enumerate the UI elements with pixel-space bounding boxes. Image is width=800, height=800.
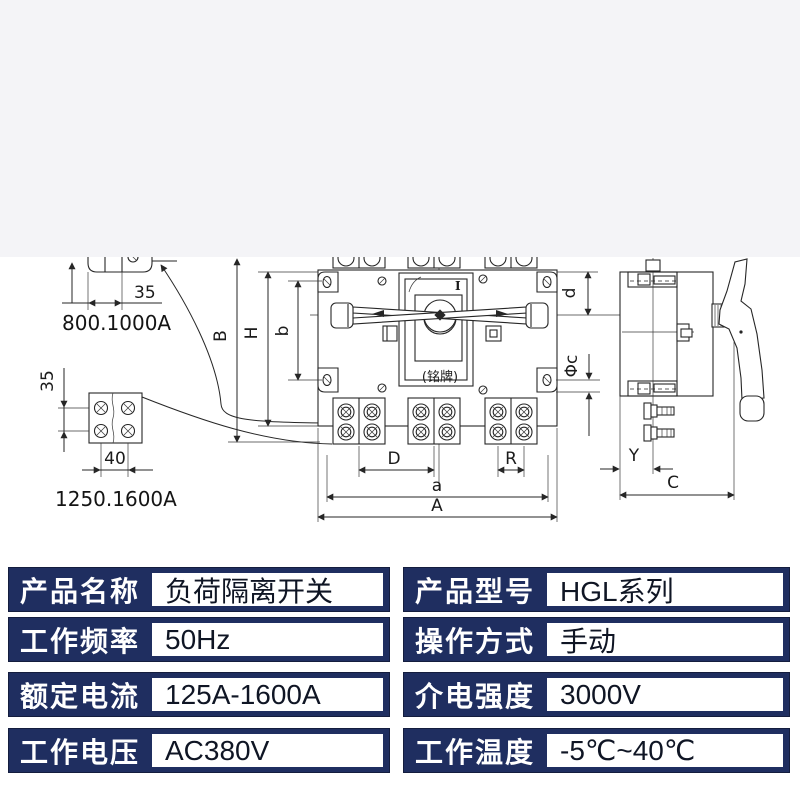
spec-row: 产品型号 HGL系列 [403, 567, 790, 612]
mounting-brackets [317, 271, 558, 393]
position-mark: I [455, 279, 461, 293]
spec-row: 工作电压 AC380V [8, 728, 390, 773]
svg-text:b: b [273, 326, 293, 337]
side-bolts-icon [643, 402, 675, 442]
spec-value: AC380V [165, 734, 270, 766]
top-screws-icon [337, 257, 533, 267]
spec-value-box: 125A-1600A [151, 677, 384, 712]
spec-row: 额定电流 125A-1600A [8, 672, 390, 717]
spec-value: -5℃~40℃ [560, 735, 696, 766]
spec-row: 操作方式 手动 [403, 617, 790, 662]
spec-value: HGL系列 [560, 575, 674, 607]
spec-value: 125A-1600A [165, 678, 321, 710]
dim-phi-c: Φc [556, 354, 600, 436]
dim-Y: Y [600, 396, 673, 500]
terminal-detail-800-1000: 35 800.1000A [62, 257, 341, 424]
dim-d: d [557, 271, 598, 316]
bottom-screws-icon [337, 403, 533, 441]
spec-label: 工作电压 [19, 736, 140, 768]
spec-row: 产品名称 负荷隔离开关 [8, 567, 390, 612]
svg-text:B: B [211, 330, 231, 342]
spec-value-box: 3000V [546, 677, 784, 712]
svg-text:D: D [387, 449, 400, 469]
spec-row: 介电强度 3000V [403, 672, 790, 717]
top-spacer-band [0, 0, 800, 257]
svg-text:C: C [667, 473, 679, 493]
svg-text:A: A [431, 496, 443, 516]
handle-grip [739, 395, 765, 422]
spec-value: 3000V [560, 678, 641, 710]
side-view: Y C [600, 258, 765, 500]
dim-D: D [358, 446, 435, 477]
left-latch [382, 325, 398, 342]
spec-label: 操作方式 [414, 625, 535, 657]
spec-value: 负荷隔离开关 [165, 575, 334, 607]
svg-text:a: a [432, 476, 442, 496]
svg-text:Φc: Φc [562, 355, 582, 378]
handle-knob-left [330, 302, 354, 329]
front-view: I (铭牌) [211, 257, 716, 522]
dim-B: B [211, 258, 320, 443]
spec-value-box: HGL系列 [546, 572, 784, 607]
terminal-detail-1250-1600: 35 40 1250.1600A [38, 368, 333, 511]
spec-row: 工作频率 50Hz [8, 617, 390, 662]
drawing-svg: 35 800.1000A 35 40 1250.1600A [38, 257, 765, 522]
side-body [619, 271, 714, 397]
technical-drawing: 35 800.1000A 35 40 1250.1600A [0, 257, 800, 560]
dim-a: a [326, 455, 549, 502]
handle-crossbar [330, 299, 549, 335]
dim-C: C [619, 342, 735, 500]
svg-text:R: R [505, 449, 517, 469]
side-handle [711, 258, 765, 422]
spec-label: 工作温度 [414, 736, 535, 768]
dim-label-35-left: 35 [38, 370, 58, 392]
caption-800-1000A: 800.1000A [62, 311, 171, 335]
dim-A: A [317, 428, 558, 522]
spec-value: 50Hz [165, 623, 231, 655]
lug-screw-icon [127, 257, 139, 263]
spec-value-box: 50Hz [151, 622, 384, 657]
nameplate-label: (铭牌) [422, 369, 458, 385]
bottom-terminal-blocks [332, 397, 538, 445]
spec-label: 额定电流 [19, 680, 140, 712]
spec-value-box: 手动 [546, 622, 784, 657]
spec-label: 工作频率 [19, 625, 140, 657]
dim-label-40: 40 [104, 449, 126, 469]
dim-b: b [273, 280, 322, 381]
handle-knob-right [525, 302, 549, 329]
spec-value: 手动 [560, 625, 617, 657]
dim-H: H [242, 271, 318, 427]
top-terminal-blocks [332, 257, 538, 269]
spec-value-box: 负荷隔离开关 [151, 572, 384, 607]
svg-text:H: H [242, 327, 262, 340]
right-latch [485, 325, 502, 342]
svg-text:Y: Y [628, 446, 640, 466]
spec-label: 产品名称 [19, 575, 140, 607]
spec-row: 工作温度 -5℃~40℃ [403, 728, 790, 773]
spec-label: 介电强度 [414, 680, 535, 712]
caption-1250-1600A: 1250.1600A [55, 487, 177, 511]
spec-label: 产品型号 [414, 575, 535, 607]
dim-label-35-top: 35 [134, 283, 156, 303]
leader-curve-top [160, 264, 341, 424]
spec-value-box: AC380V [151, 733, 384, 768]
spec-value-box: -5℃~40℃ [546, 733, 784, 768]
detail-screws-icon [93, 400, 136, 439]
svg-text:d: d [560, 288, 580, 299]
dim-R: R [497, 446, 525, 477]
